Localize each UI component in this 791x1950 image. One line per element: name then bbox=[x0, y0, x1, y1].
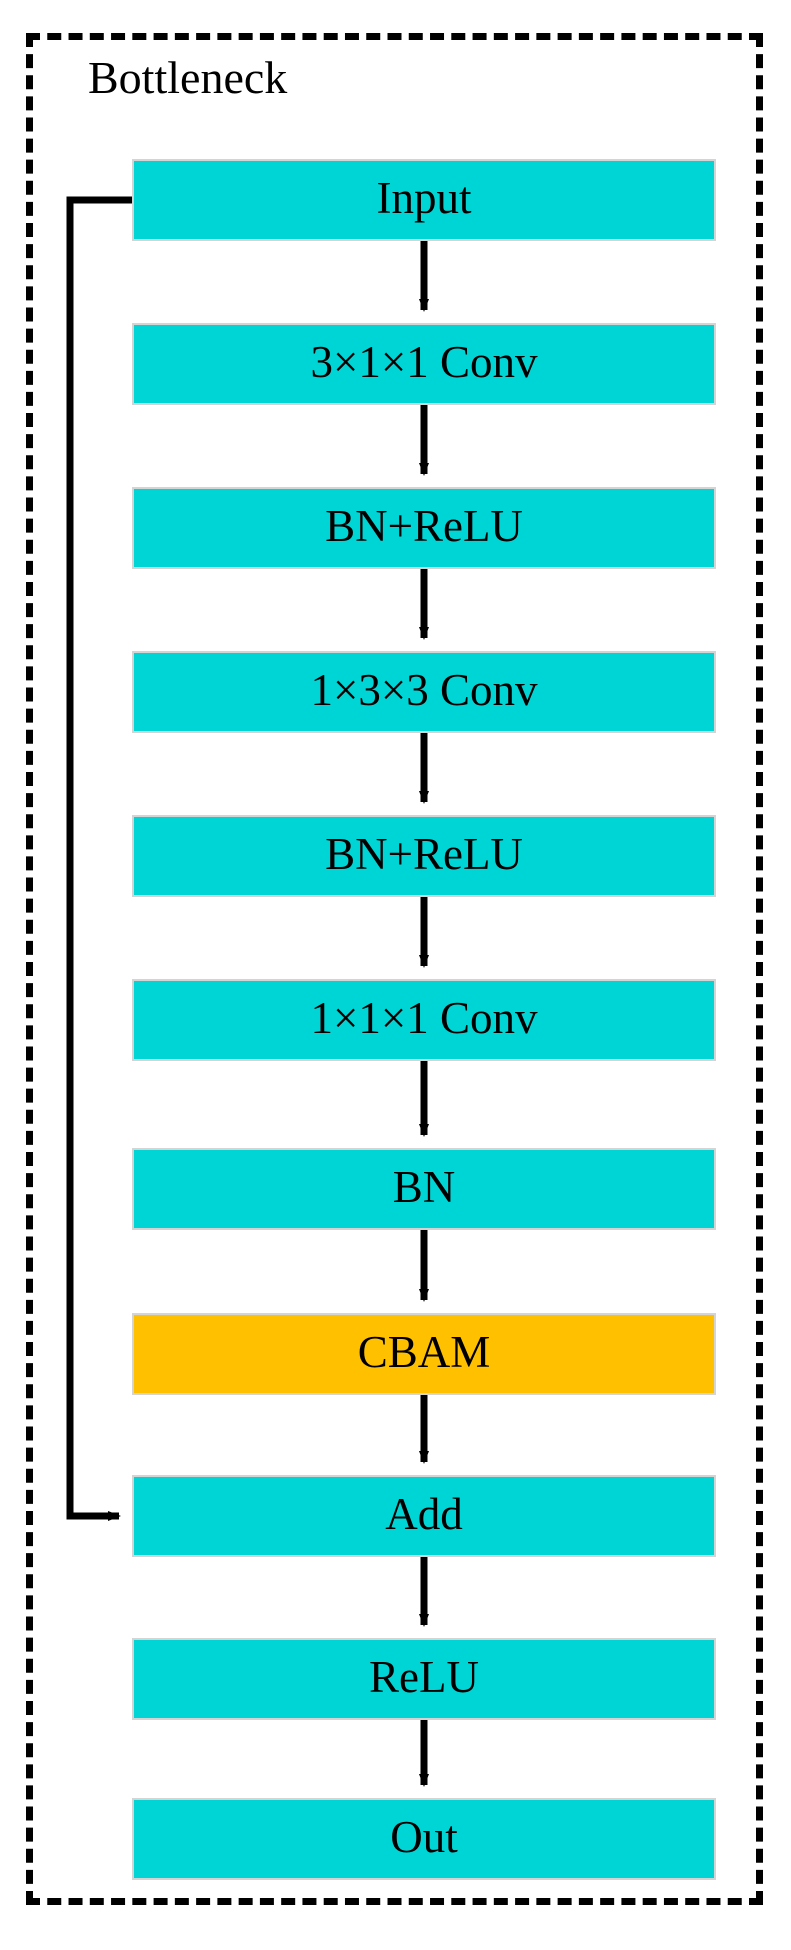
node-out-label: Out bbox=[390, 1811, 458, 1862]
node-bn-relu-1-label: BN+ReLU bbox=[325, 500, 523, 551]
node-add[interactable]: Add bbox=[132, 1475, 716, 1557]
bottleneck-dashed-border bbox=[26, 33, 763, 1905]
node-conv-3x1x1-label: 3×1×1 Conv bbox=[310, 336, 538, 387]
node-bn[interactable]: BN bbox=[132, 1148, 716, 1230]
node-add-label: Add bbox=[385, 1488, 463, 1539]
node-conv-1x1x1-label: 1×1×1 Conv bbox=[310, 992, 538, 1043]
node-conv-1x3x3-label: 1×3×3 Conv bbox=[310, 664, 538, 715]
block-title: Bottleneck bbox=[88, 52, 288, 103]
node-cbam[interactable]: CBAM bbox=[132, 1313, 716, 1395]
node-out[interactable]: Out bbox=[132, 1798, 716, 1880]
node-conv-1x3x3[interactable]: 1×3×3 Conv bbox=[132, 651, 716, 733]
node-conv-1x1x1[interactable]: 1×1×1 Conv bbox=[132, 979, 716, 1061]
node-bn-relu-1[interactable]: BN+ReLU bbox=[132, 487, 716, 569]
node-cbam-label: CBAM bbox=[357, 1326, 491, 1377]
node-conv-3x1x1[interactable]: 3×1×1 Conv bbox=[132, 323, 716, 405]
node-input[interactable]: Input bbox=[132, 159, 716, 241]
node-bn-label: BN bbox=[392, 1161, 456, 1212]
node-relu-label: ReLU bbox=[369, 1651, 479, 1702]
node-input-label: Input bbox=[376, 172, 472, 223]
node-relu[interactable]: ReLU bbox=[132, 1638, 716, 1720]
node-bn-relu-2[interactable]: BN+ReLU bbox=[132, 815, 716, 897]
node-bn-relu-2-label: BN+ReLU bbox=[325, 828, 523, 879]
